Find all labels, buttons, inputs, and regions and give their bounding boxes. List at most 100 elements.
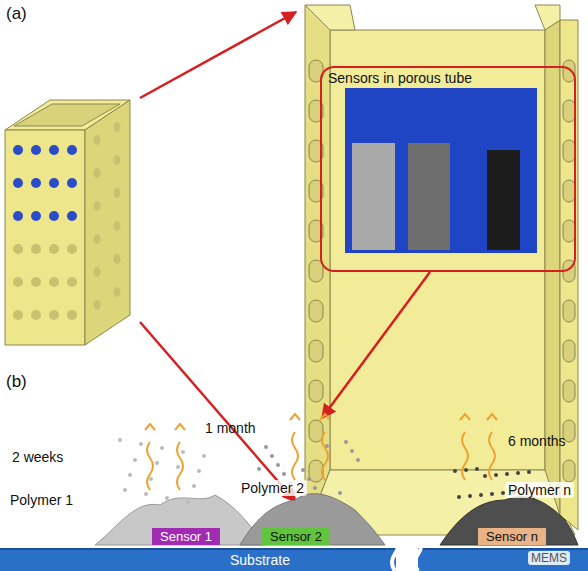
hole (49, 145, 59, 155)
hole (114, 287, 121, 297)
hole (563, 460, 575, 482)
hole (309, 460, 323, 482)
hole (31, 277, 41, 287)
polymer-layer (440, 497, 578, 545)
porous-tube (5, 100, 130, 345)
polymer-particle (301, 468, 305, 472)
hole (49, 244, 59, 254)
polymer-layer (95, 495, 265, 545)
polymer-particle (356, 458, 360, 462)
polymer-particle (319, 495, 323, 499)
polymer-particle (313, 486, 317, 490)
polymer-particle (264, 445, 268, 449)
polymer-particle (133, 458, 137, 462)
hole (94, 168, 101, 178)
hole (114, 254, 121, 264)
hole (67, 211, 77, 221)
node-text: Sensor n (486, 529, 538, 544)
hole (13, 145, 23, 155)
hole (13, 244, 23, 254)
hole (49, 310, 59, 320)
hole (563, 140, 575, 162)
polymer-particle (464, 468, 468, 472)
hole (563, 380, 575, 402)
node-text: Sensors in porous tube (328, 70, 568, 86)
sensor-chip (352, 143, 395, 250)
hole (49, 211, 59, 221)
break-mark (392, 538, 398, 571)
panel-label: (a) (6, 4, 27, 24)
polymer-particle (257, 467, 261, 471)
hole (31, 145, 41, 155)
polymer-particle (516, 471, 520, 475)
polymer-particle (468, 494, 472, 498)
hole (31, 211, 41, 221)
hole (94, 267, 101, 277)
polymer-particle (186, 500, 190, 504)
time-label: 2 weeks (12, 449, 63, 465)
hole (49, 277, 59, 287)
polymer-particle (475, 467, 479, 471)
polymer-particle (457, 495, 461, 499)
hole (94, 135, 101, 145)
hole (67, 244, 77, 254)
polymer-particle (149, 477, 153, 481)
polymer-particle (197, 469, 201, 473)
polymer-layer (240, 494, 385, 545)
sensor-pad: Sensor 1 (152, 528, 220, 545)
sensor-chip (408, 143, 450, 250)
polymer-particle (270, 454, 274, 458)
hole (67, 145, 77, 155)
sensor-pad: Sensor 2 (262, 528, 330, 545)
polymer-particle (128, 473, 132, 477)
polymer-particle (160, 446, 164, 450)
release-arrow (145, 414, 497, 490)
polymer-particle (276, 463, 280, 467)
sensor-region: Sensors in porous tube (320, 66, 576, 272)
polymer-particle (479, 493, 483, 497)
hole (13, 178, 23, 188)
polymer-particle (118, 438, 122, 442)
polymer-particle (192, 484, 196, 488)
polymer-particle (453, 469, 457, 473)
break-gap (396, 548, 418, 571)
hole (31, 178, 41, 188)
break-mark (415, 538, 421, 571)
hole (563, 100, 575, 122)
sensor-pad: Sensor n (478, 528, 546, 545)
polymer-particle (144, 492, 148, 496)
polymer-particle (176, 465, 180, 469)
hole (13, 310, 23, 320)
hole (309, 420, 323, 442)
hole (563, 340, 575, 362)
cut-tube (305, 5, 578, 535)
polymer-particle (181, 450, 185, 454)
polymer-particle (282, 472, 286, 476)
hole (114, 122, 121, 132)
polymer-particle (139, 442, 143, 446)
node-text: Sensor 1 (160, 529, 212, 544)
hole (94, 234, 101, 244)
polymer-particle (338, 491, 342, 495)
polymer-particle (155, 461, 159, 465)
polymer-particle (165, 496, 169, 500)
polymer-particle (494, 473, 498, 477)
hole (309, 380, 323, 402)
polymer-label: Polymer n (505, 482, 574, 498)
time-label: 1 month (205, 420, 256, 436)
hole (94, 300, 101, 310)
polymer-label: Polymer 1 (10, 492, 73, 508)
hole (13, 277, 23, 287)
hole (563, 300, 575, 322)
hole (309, 300, 323, 322)
hole (94, 201, 101, 211)
sensor-board (345, 88, 537, 253)
hole (31, 244, 41, 254)
substrate-layer: Substrate (0, 548, 588, 571)
polymer-particle (483, 474, 487, 478)
hole (309, 340, 323, 362)
hole (114, 221, 121, 231)
hole (67, 277, 77, 287)
watermark: MEMS (528, 551, 570, 565)
sensor-chip (487, 150, 520, 250)
